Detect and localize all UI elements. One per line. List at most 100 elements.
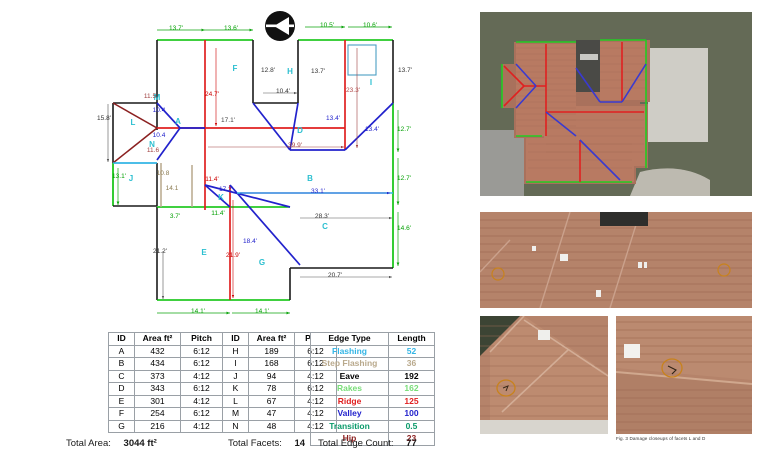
facet-cell: 432	[134, 344, 181, 358]
facet-cell: M	[222, 407, 249, 421]
edge-length-cell: 23	[388, 432, 435, 446]
dimension-label: 13.1'	[112, 173, 126, 180]
dimension-label: 10.4	[153, 107, 166, 114]
total-edges-label: Total Edge Count:	[318, 438, 394, 449]
dimension-label: 10.4'	[276, 88, 290, 95]
facet-col-area-1: Area ft²	[134, 332, 181, 346]
edge-type-cell: Rakes	[310, 382, 389, 396]
facet-cell: E	[108, 394, 135, 408]
dimension-label: 13.6'	[224, 25, 238, 32]
dimension-label: 17.1'	[221, 117, 235, 124]
edge-type-cell: Ridge	[310, 394, 389, 408]
facet-cell: B	[108, 357, 135, 371]
dimension-label: 15.8'	[97, 115, 111, 122]
facet-table-header-row: ID Area ft² Pitch ID Area ft² Pitch	[108, 332, 337, 346]
facet-cell: 216	[134, 419, 181, 433]
dimension-label: 14.1	[166, 185, 179, 192]
facet-col-area-2: Area ft²	[248, 332, 295, 346]
facet-cell: 373	[134, 369, 181, 383]
facet-cell: 168	[248, 357, 295, 371]
dimension-label: 39.9'	[288, 142, 302, 149]
edge-type-cell: Eave	[310, 369, 389, 383]
edge-type-cell: Valley	[310, 407, 389, 421]
dimension-label: 11.6	[147, 147, 160, 154]
facet-label: A	[175, 117, 181, 126]
dimension-label: 12.7'	[397, 175, 411, 182]
dimension-label: 13.7'	[311, 68, 325, 75]
edge-col-length: Length	[388, 332, 435, 346]
photo-panel: Fig. 3 Damage closeups of facets L and D	[466, 0, 768, 464]
facet-cell: 6:12	[180, 357, 223, 371]
dimension-label: 13.7'	[398, 67, 412, 74]
figure-caption: Fig. 3 Damage closeups of facets L and D	[616, 436, 706, 441]
dimension-label: 11.5	[144, 93, 157, 100]
dimension-label: 3.7'	[170, 213, 180, 220]
facet-label: J	[129, 174, 133, 183]
edge-length-cell: 36	[388, 357, 435, 371]
dimension-label: 13.7'	[169, 25, 183, 32]
dimension-label: 21.9'	[226, 252, 240, 259]
facet-cell: 254	[134, 407, 181, 421]
edge-length-cell: 0.5	[388, 419, 435, 433]
dimension-label: 28.3'	[315, 213, 329, 220]
dimension-label: 14.6'	[397, 225, 411, 232]
facet-cell: 6:12	[180, 344, 223, 358]
edge-length-cell: 100	[388, 407, 435, 421]
facet-label: H	[287, 67, 293, 76]
facet-label: M	[154, 93, 161, 102]
facet-cell: 189	[248, 344, 295, 358]
facet-cell: 6:12	[180, 382, 223, 396]
facet-label: K	[218, 193, 224, 202]
facet-cell: 4:12	[180, 394, 223, 408]
facet-label: L	[131, 118, 136, 127]
facet-cell: 301	[134, 394, 181, 408]
facet-cell: 47	[248, 407, 295, 421]
dimension-label: 10.5'	[320, 22, 334, 29]
dimension-label: 14.1'	[255, 308, 269, 315]
dimension-label: 13.4'	[326, 115, 340, 122]
roof-closeup-facet-d-photo[interactable]	[616, 316, 752, 434]
facet-area-table: ID Area ft² Pitch ID Area ft² Pitch A432…	[108, 332, 337, 433]
facet-label: C	[322, 222, 328, 231]
dimension-label: 21.2'	[153, 248, 167, 255]
edge-type-cell: Hip	[310, 432, 389, 446]
edge-table-header-row: Edge Type Length	[310, 332, 435, 346]
total-edges-value: 77	[406, 438, 417, 449]
facet-label: F	[233, 64, 238, 73]
facet-cell: J	[222, 369, 249, 383]
facet-label: I	[370, 78, 372, 87]
facet-cell: 94	[248, 369, 295, 383]
total-area-label: Total Area:	[66, 438, 111, 449]
total-facets: Total Facets: 14	[228, 438, 305, 449]
facet-col-id-1: ID	[108, 332, 135, 346]
total-facets-label: Total Facets:	[228, 438, 282, 449]
aerial-roof-overview-photo[interactable]	[480, 12, 752, 196]
facet-cell: G	[108, 419, 135, 433]
dimension-label: 11.4'	[205, 176, 218, 183]
dimension-label: 24.7'	[205, 91, 219, 98]
roof-closeup-facet-l-photo[interactable]	[480, 316, 608, 434]
dimension-label: 11.4'	[211, 210, 224, 217]
facet-cell: 4:12	[180, 369, 223, 383]
facet-cell: 48	[248, 419, 295, 433]
facet-cell: 67	[248, 394, 295, 408]
facet-cell: C	[108, 369, 135, 383]
facet-col-id-2: ID	[222, 332, 249, 346]
edge-length-cell: 192	[388, 369, 435, 383]
facet-cell: A	[108, 344, 135, 358]
dimension-label: 33.1'	[311, 188, 325, 195]
roof-closeup-wide-photo[interactable]	[480, 212, 752, 308]
edge-length-cell: 52	[388, 344, 435, 358]
